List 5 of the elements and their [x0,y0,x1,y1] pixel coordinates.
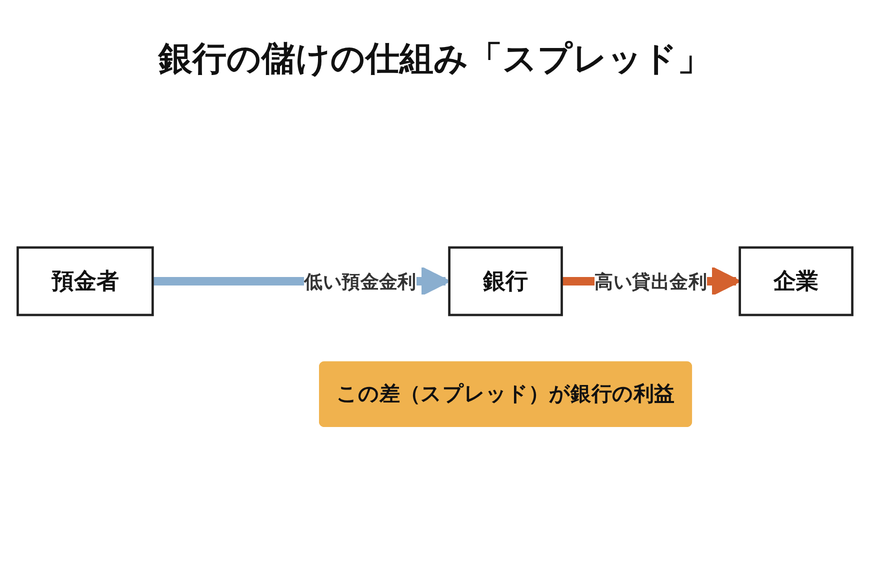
title: 銀行の儲けの仕組み「スプレッド」 [158,38,712,81]
arrow [152,266,450,296]
node-box: 企業 [738,246,854,316]
node-box: 預金者 [16,246,154,316]
edge-label: 高い貸出金利 [594,269,708,292]
